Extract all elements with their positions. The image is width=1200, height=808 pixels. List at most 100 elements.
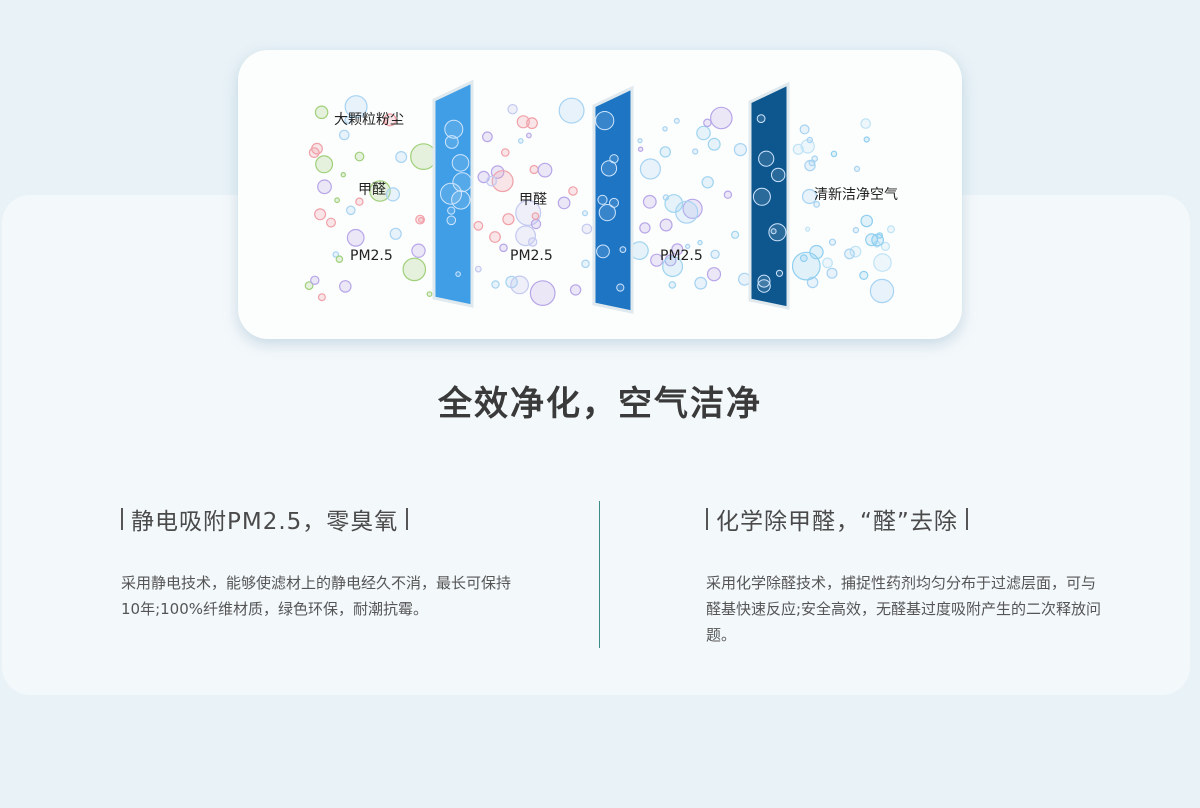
bubble <box>662 256 684 278</box>
bubble <box>710 249 720 259</box>
bubble <box>311 142 323 155</box>
feature-electrostatic: 静电吸附PM2.5，零臭氧 采用静电技术，能够使滤材上的静电经久不消，最长可保持… <box>121 502 521 622</box>
bubble <box>619 246 627 254</box>
bubble <box>334 197 340 204</box>
bubble <box>325 217 336 228</box>
bubble <box>581 223 593 235</box>
bubbles-group <box>304 95 895 307</box>
bubble <box>402 257 427 282</box>
bubble <box>339 280 352 293</box>
label-pm25-1: PM2.5 <box>350 248 393 264</box>
bubble <box>873 253 892 272</box>
bubble <box>701 176 714 189</box>
bubble <box>860 214 873 228</box>
bubble <box>491 280 500 289</box>
feature-formaldehyde: 化学除甲醛，“醛”去除 采用化学除醛技术，捕捉性药剂均匀分布于过滤层面，可与醛基… <box>706 502 1106 648</box>
filter-diagram <box>304 79 895 314</box>
bubble <box>339 129 350 141</box>
bubble <box>382 119 388 125</box>
bubble <box>673 117 680 124</box>
bubble <box>830 150 838 158</box>
bubble <box>791 251 821 281</box>
feature-title-row: 化学除甲醛，“醛”去除 <box>706 502 1106 536</box>
bubble <box>418 216 425 223</box>
bubble <box>354 151 365 162</box>
bubble <box>692 148 699 155</box>
bubble <box>385 187 400 202</box>
feature-description: 采用化学除醛技术，捕捉性药剂均匀分布于过滤层面，可与醛基快速反应;安全高效，无醛… <box>706 574 1102 644</box>
bubble <box>447 206 456 215</box>
bubble <box>758 150 775 167</box>
bubble <box>517 138 524 144</box>
bubble <box>526 132 532 139</box>
bubble <box>526 117 538 130</box>
bubble <box>792 143 804 155</box>
bubble <box>340 171 347 178</box>
bubble <box>455 271 461 277</box>
bubble <box>709 106 733 130</box>
bubble <box>757 279 771 293</box>
bubble <box>346 205 356 216</box>
feature-title: 化学除甲醛，“醛”去除 <box>716 509 958 535</box>
bubble <box>731 230 740 239</box>
bubble <box>697 239 703 246</box>
bubble <box>616 283 625 292</box>
bubble <box>808 159 816 167</box>
bubble <box>486 175 498 187</box>
page-headline: 全效净化，空气洁净 <box>438 384 762 424</box>
bubble <box>859 270 869 280</box>
bubble <box>389 227 402 240</box>
bubble <box>752 187 771 206</box>
bubble <box>828 238 837 246</box>
bubble <box>500 148 510 157</box>
bubble <box>530 218 542 230</box>
bubble <box>444 135 459 149</box>
bubble <box>723 190 733 199</box>
bubble <box>863 136 870 143</box>
bubble <box>314 208 327 221</box>
bubble <box>664 194 684 213</box>
bubble <box>770 228 777 235</box>
bubble <box>344 95 368 119</box>
bubble <box>315 155 334 174</box>
bubble <box>537 162 553 178</box>
bubble <box>696 125 711 141</box>
bubble <box>852 226 860 234</box>
bubble <box>659 218 673 232</box>
bubble <box>411 243 426 258</box>
bubble <box>346 228 365 247</box>
feature-title: 静电吸附PM2.5，零臭氧 <box>131 509 399 535</box>
bubble <box>344 116 353 124</box>
bubble <box>529 280 556 307</box>
bubble <box>768 223 787 242</box>
title-bar-left <box>121 508 123 530</box>
bubble <box>369 180 391 202</box>
bubble <box>756 114 766 123</box>
bubble <box>317 179 332 195</box>
filter-layer-3 <box>748 81 790 310</box>
bubble <box>822 257 833 269</box>
bubble <box>757 274 771 288</box>
bubble <box>473 220 484 231</box>
feature-title-row: 静电吸附PM2.5，零臭氧 <box>121 502 521 536</box>
bubble <box>806 136 814 144</box>
bubble <box>596 244 610 259</box>
label-formaldehyde-2: 甲醛 <box>519 192 547 208</box>
bubble <box>809 244 824 260</box>
bubble <box>507 104 518 115</box>
bubble <box>446 215 457 226</box>
bubble <box>474 265 482 273</box>
bubble <box>410 143 437 170</box>
filter-layer-1 <box>432 79 474 308</box>
feature-divider <box>599 501 600 648</box>
bubble <box>637 146 644 152</box>
bubble <box>860 118 871 129</box>
bubble <box>869 278 895 304</box>
filter-layers-group <box>432 79 790 314</box>
bubble <box>597 194 608 205</box>
bubble <box>804 226 811 232</box>
feature-description: 采用静电技术，能够使滤材上的静电经久不消，最长可保持10年;100%纤维材质，绿… <box>121 574 512 618</box>
bubble <box>637 137 643 144</box>
bubble <box>707 137 721 151</box>
label-large-dust: 大颗粒粉尘 <box>334 112 404 128</box>
